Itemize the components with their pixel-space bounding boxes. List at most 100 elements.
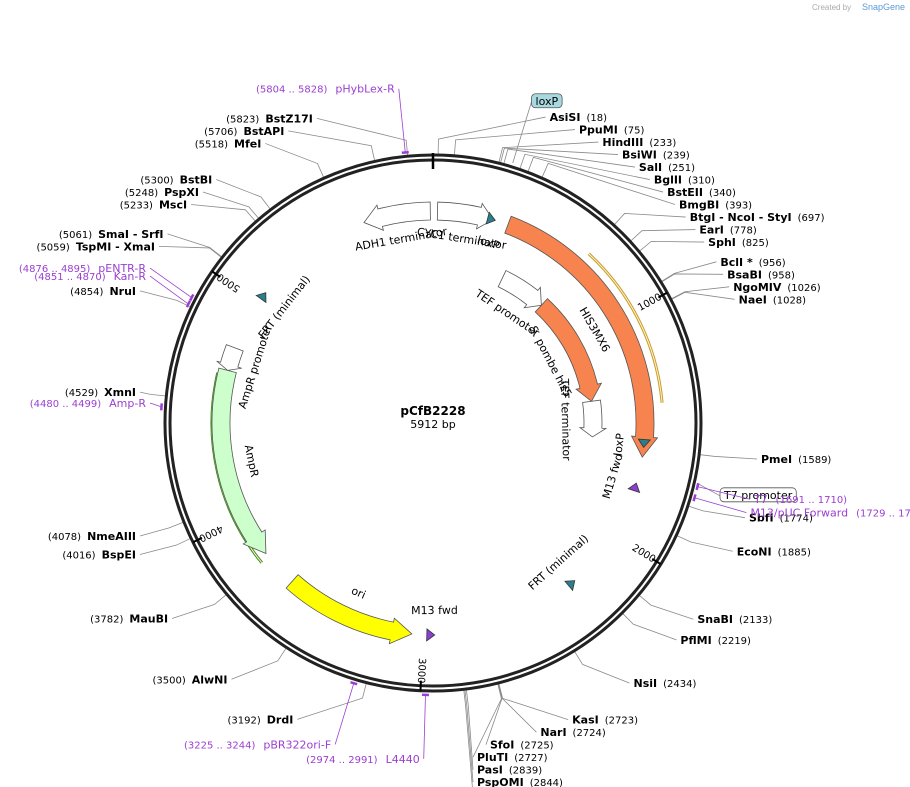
- site-name: SnaBI: [697, 613, 733, 626]
- site-kasi: KasI(2723): [572, 714, 638, 727]
- feature-label-loxp2: loxP: [611, 432, 627, 456]
- site-leader-bsabi: [660, 273, 724, 283]
- boxed-label-loxp: loxP: [531, 93, 563, 109]
- site-sbfi: SbfI(1774): [749, 512, 813, 525]
- feature-frt-minimal-1: [564, 580, 576, 592]
- site-asisi: AsiSI(18): [550, 111, 607, 124]
- site-nsii: NsiI(2434): [634, 677, 697, 690]
- site-leader-apai: [463, 689, 473, 787]
- site-position: (5233): [120, 200, 153, 211]
- primer-name: Kan-R: [114, 270, 147, 283]
- feature-adh1-terminator: [363, 201, 431, 231]
- site-leader-sali: [503, 148, 635, 168]
- primer-leader-amp-r: [149, 402, 162, 408]
- site-bsiwi: BsiWI(239): [622, 149, 690, 162]
- site-position: (2727): [514, 753, 547, 764]
- site-position: (5300): [140, 175, 173, 186]
- site-leader-pasi: [465, 688, 474, 770]
- site-pmei: PmeI(1589): [761, 453, 831, 466]
- feature-label-tef-terminator: TEF terminator: [558, 378, 573, 462]
- primer-name: pENTR-R: [98, 262, 146, 275]
- primer-range: (1729 .. 1751): [856, 509, 910, 520]
- primer-range: (4876 .. 4895): [19, 264, 91, 275]
- site-tspmi-xmai: TspMI - XmaI(5059): [37, 240, 155, 253]
- primer-pbr322ori-f: pBR322ori-F(3225 .. 3244): [184, 738, 331, 751]
- site-xmni: XmnI(4529): [65, 386, 136, 399]
- site-position: (2723): [605, 716, 638, 727]
- primer-name: Amp-R: [109, 397, 146, 410]
- site-name: SfoI: [490, 739, 514, 752]
- site-leader-bmgbi: [541, 162, 676, 205]
- site-position: (2725): [520, 741, 553, 752]
- site-leader-xmni: [139, 391, 167, 397]
- site-name: BclI *: [720, 256, 753, 269]
- site-name: NaeI: [739, 293, 767, 306]
- site-position: (2724): [573, 728, 606, 739]
- site-position: (310): [688, 176, 715, 187]
- site-name: PspXI: [164, 186, 199, 199]
- site-name: NruI: [109, 285, 136, 298]
- site-name: EcoNI: [737, 545, 772, 558]
- site-leader-pspomi: [464, 689, 474, 783]
- site-position: (1026): [787, 283, 820, 294]
- feature-ori: [285, 574, 413, 645]
- site-nmeaiii: NmeAIII(4078): [48, 530, 136, 543]
- feature-label-frt-minimal-2: FRT (minimal): [256, 273, 313, 341]
- site-leader-eari: [629, 229, 696, 242]
- primer-name: M13/pUC Forward: [750, 507, 848, 520]
- site-name: BtgI - NcoI - StyI: [690, 211, 792, 224]
- primer-name: pBR322ori-F: [263, 738, 331, 751]
- boxed-leader-loxp: [512, 101, 532, 164]
- site-name: HindIII: [602, 136, 643, 149]
- tick-mark-5000: [211, 270, 221, 278]
- primer-range: (1691 .. 1710): [776, 495, 848, 506]
- site-name: BsiWI: [622, 149, 657, 162]
- site-name: NmeAIII: [87, 530, 136, 543]
- site-name: BmgBI: [679, 199, 719, 212]
- site-position: (393): [725, 201, 752, 212]
- site-leader-econi: [676, 534, 733, 552]
- primer-name: L4440: [386, 753, 420, 766]
- feature-m13-fwd-2: [426, 628, 436, 642]
- site-snabi: SnaBI(2133): [697, 613, 772, 626]
- credit-prefix: Created by: [812, 3, 851, 12]
- feature-label-ori: ori: [349, 584, 367, 602]
- site-sali: SalI(251): [639, 161, 695, 174]
- site-econi: EcoNI(1885): [737, 545, 811, 558]
- site-position: (75): [624, 126, 645, 137]
- restriction-site-layer: AsiSI(18)PpuMI(75)HindIII(233)BsiWI(239)…: [37, 93, 831, 787]
- site-name: BstBI: [180, 173, 213, 186]
- site-position: (5248): [125, 188, 158, 199]
- primer-leader-t7: [697, 486, 751, 500]
- site-position: (2839): [509, 766, 542, 777]
- boxed-label-text: T7 promoter: [723, 489, 793, 502]
- site-position: (4016): [62, 551, 95, 562]
- primer-range: (5804 .. 5828): [256, 85, 328, 96]
- boxed-label-frame: [531, 93, 563, 109]
- site-position: (340): [709, 188, 736, 199]
- site-name: XmnI: [104, 386, 136, 399]
- site-bcli: BclI *(956): [720, 256, 785, 269]
- site-name: SbfI: [749, 512, 774, 525]
- site-ppumi: PpuMI(75): [579, 124, 644, 137]
- feature-m13-fwd-1: [627, 482, 641, 494]
- site-position: (2434): [663, 679, 696, 690]
- site-position: (18): [586, 113, 607, 124]
- site-leader-mfei: [265, 143, 325, 179]
- site-bsabi: BsaBI(958): [727, 268, 795, 281]
- site-position: (697): [798, 213, 825, 224]
- feature-ampr: [211, 367, 267, 555]
- tick-label: 4000: [197, 522, 225, 543]
- primer-range: (4851 .. 4870): [34, 272, 106, 283]
- tick-label: 1000: [636, 292, 664, 314]
- site-leader-pmei: [699, 454, 758, 460]
- site-nrui: NruI(4854): [70, 285, 136, 298]
- feature-layer: [211, 201, 659, 645]
- site-name: PluTI: [477, 751, 508, 764]
- site-name: SphI: [708, 236, 736, 249]
- site-pasi: PasI(2839): [477, 764, 542, 777]
- orf-1-highlight: [588, 253, 663, 403]
- primer-leader-phyblex-r: [398, 88, 406, 153]
- primer-range: (4480 .. 4499): [30, 399, 102, 410]
